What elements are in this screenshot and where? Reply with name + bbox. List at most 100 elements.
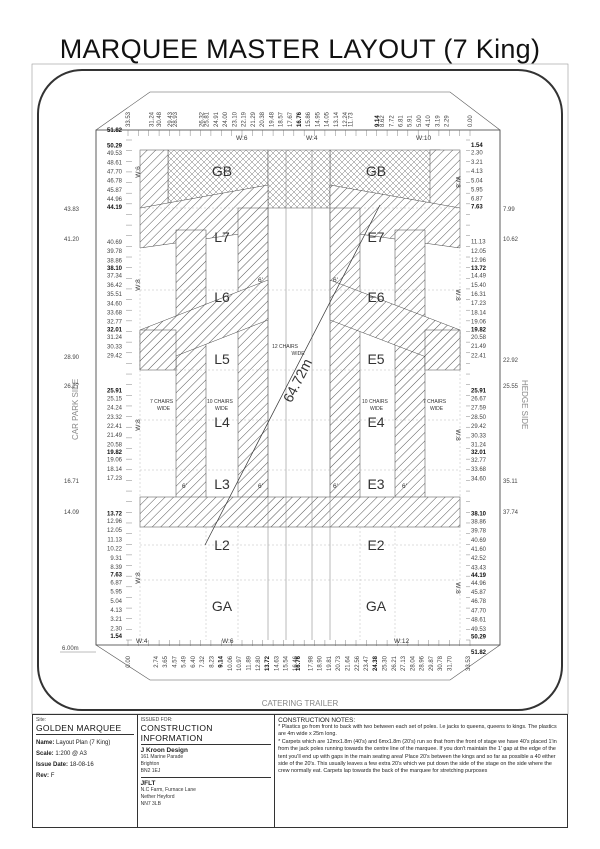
left-dim-label: 19.06 bbox=[107, 458, 123, 464]
left-dim-label: 12.05 bbox=[107, 528, 123, 534]
left-dim-label: 23.32 bbox=[107, 415, 123, 421]
bottom-dim-label: 19.81 bbox=[327, 655, 333, 671]
right-dim-label: 3.21 bbox=[471, 160, 483, 166]
room-label-e7: E7 bbox=[367, 229, 384, 245]
right-dim-label: 50.29 bbox=[471, 635, 487, 641]
left-dim-label: 44.19 bbox=[107, 205, 123, 211]
aisles bbox=[139, 149, 461, 528]
side-width-right: W:8 bbox=[454, 429, 461, 441]
room-label-gb: GB bbox=[212, 163, 232, 179]
marquee-roof-line-bottom bbox=[95, 644, 501, 681]
room-label-e3: E3 bbox=[367, 476, 384, 492]
width-top-left: W:6 bbox=[236, 135, 248, 142]
right-dim-label: 5.95 bbox=[471, 187, 483, 193]
side-width-left: W:8 bbox=[135, 279, 142, 291]
bottom-dim-label: 3.65 bbox=[163, 655, 169, 667]
bottom-dim-label: 16.46 bbox=[293, 655, 299, 671]
top-dim-label: 2.29 bbox=[445, 115, 451, 127]
left-dim-label: 38.10 bbox=[107, 266, 123, 272]
left-dim-label: 25.15 bbox=[107, 396, 123, 402]
bottom-dim-label: 9.14 bbox=[219, 655, 225, 667]
room-label-e6: E6 bbox=[367, 289, 384, 305]
title-block: Site: GOLDEN MARQUEE Name: Layout Plan (… bbox=[32, 714, 568, 828]
left-7-chairs: 7 CHAIRS bbox=[150, 399, 174, 405]
right-dim-label: 11.13 bbox=[471, 240, 486, 246]
right-dim-label: 32.77 bbox=[471, 458, 487, 464]
right-dim-label: 48.61 bbox=[471, 618, 487, 624]
room-label-l5: L5 bbox=[214, 351, 230, 367]
right-outer-dim: 7.99 bbox=[503, 207, 515, 213]
diagonal-label: 64.72m bbox=[280, 356, 315, 405]
left-dim-label: 17.23 bbox=[107, 476, 123, 482]
right-outer-dim: 37.74 bbox=[503, 510, 519, 516]
left-dim-label: 51.82 bbox=[107, 128, 123, 134]
room-label-gb: GB bbox=[366, 163, 386, 179]
top-dim-label: 30.48 bbox=[157, 111, 163, 127]
top-dim-label: 0.00 bbox=[468, 115, 474, 127]
right-10-chairs: 10 CHAIRS bbox=[362, 399, 389, 405]
right-dim-label: 2.30 bbox=[471, 151, 483, 157]
room-label-l7: L7 bbox=[214, 229, 230, 245]
bottom-dim-label: 10.06 bbox=[228, 655, 234, 671]
top-dim-label: 13.14 bbox=[334, 111, 340, 127]
catering-trailer-label: CATERING TRAILER bbox=[262, 699, 339, 708]
left-dim-label: 29.42 bbox=[107, 353, 123, 359]
rev-row: Rev: F bbox=[36, 773, 55, 779]
bottom-dim-label: 15.54 bbox=[284, 655, 290, 671]
side-width-left: W:6 bbox=[135, 166, 142, 178]
top-dim-label: 16.76 bbox=[297, 111, 303, 127]
left-dim-label: 34.60 bbox=[107, 301, 123, 307]
right-dim-label: 29.42 bbox=[471, 424, 487, 430]
right-dim-label: 51.82 bbox=[471, 650, 487, 656]
right-dim-label: 14.49 bbox=[471, 274, 487, 280]
gap-mark: 6' bbox=[402, 483, 407, 490]
title-block-notes: CONSTRUCTION NOTES: * Plastics go from f… bbox=[275, 715, 567, 827]
right-10-wide: WIDE bbox=[370, 406, 384, 412]
top-dim-label: 3.19 bbox=[435, 115, 441, 127]
bottom-dim-label: 16.76 bbox=[296, 655, 302, 671]
right-dim-label: 20.58 bbox=[471, 335, 487, 341]
left-dim-label: 11.13 bbox=[107, 537, 122, 543]
left-10-chairs: 10 CHAIRS bbox=[207, 399, 234, 405]
left-dim-label: 22.41 bbox=[107, 424, 123, 430]
top-dim-label: 18.57 bbox=[279, 111, 285, 127]
top-dim-label: 23.10 bbox=[232, 111, 238, 127]
right-dim-label: 38.86 bbox=[471, 519, 487, 525]
page-title: MARQUEE MASTER LAYOUT (7 King) bbox=[59, 34, 541, 64]
left-dim-label: 49.53 bbox=[107, 151, 123, 157]
bottom-dim-label: 18.90 bbox=[318, 655, 324, 671]
bottom-dim-label: 20.73 bbox=[336, 655, 342, 671]
site-boundary bbox=[37, 69, 563, 711]
right-outer-dim: 10.62 bbox=[503, 237, 519, 243]
left-dim-label: 12.96 bbox=[107, 519, 123, 525]
bottom-dim-label: 33.53 bbox=[466, 655, 472, 671]
right-dim-label: 46.78 bbox=[471, 599, 487, 605]
top-dim-label: 22.19 bbox=[242, 111, 248, 127]
client-addr-1: N.C Farm, Furnace Lane bbox=[140, 787, 196, 793]
left-dim-label: 45.87 bbox=[107, 188, 123, 194]
designer-addr-1: 161 Marine Parade bbox=[140, 754, 184, 760]
bottom-dim-label: 2.74 bbox=[154, 655, 160, 667]
site-label: Site: bbox=[36, 717, 47, 723]
left-dim-label: 32.01 bbox=[107, 327, 123, 333]
right-dim-label: 6.87 bbox=[471, 197, 483, 203]
top-dim-label: 20.38 bbox=[260, 111, 266, 127]
bottom-dim-label: 31.70 bbox=[447, 655, 453, 671]
car-park-side-label: CAR PARK SIDE bbox=[71, 379, 80, 440]
room-label-ga: GA bbox=[212, 598, 233, 614]
width-bottom-b: W:6 bbox=[222, 638, 234, 645]
right-dim-label: 25.91 bbox=[471, 389, 487, 395]
left-dim-label: 1.54 bbox=[110, 634, 122, 640]
bottom-dim-label: 0.00 bbox=[126, 655, 132, 667]
left-dim-label: 38.86 bbox=[107, 258, 123, 264]
top-dim-label: 15.86 bbox=[306, 111, 312, 127]
title-block-issued: ISSUED FOR: CONSTRUCTION INFORMATION J K… bbox=[138, 715, 276, 827]
top-dim-label: 5.91 bbox=[408, 115, 414, 127]
gap-mark: 6' bbox=[182, 483, 187, 490]
right-dim-label: 41.60 bbox=[471, 547, 487, 553]
bottom-dim-label: 5.49 bbox=[182, 655, 188, 667]
bottom-dim-label: 7.32 bbox=[200, 655, 206, 667]
room-label-e5: E5 bbox=[367, 351, 384, 367]
